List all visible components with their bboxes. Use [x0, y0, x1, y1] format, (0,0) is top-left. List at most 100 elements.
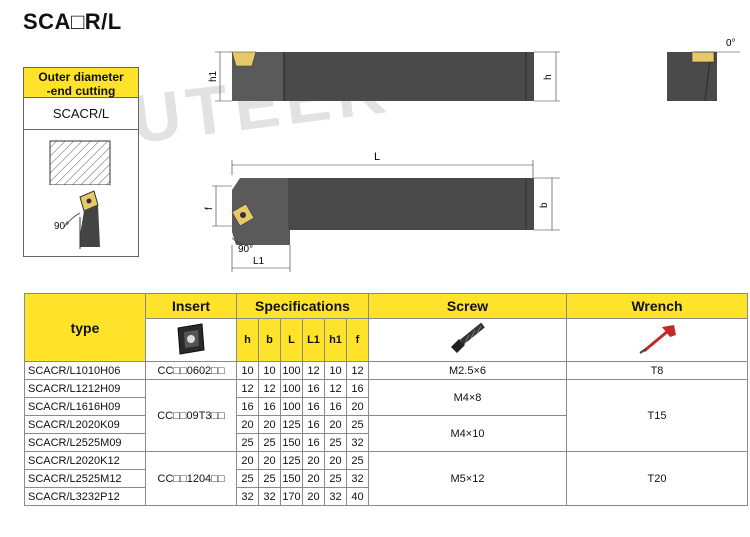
val-L: 100	[280, 397, 303, 416]
val-h: 10	[236, 361, 259, 380]
val-f: 16	[346, 379, 369, 398]
val-b: 32	[258, 487, 281, 506]
val-L1: 20	[302, 451, 325, 470]
header-specifications: Specifications	[236, 293, 369, 319]
wrench-icon	[639, 324, 676, 354]
col-L: L	[280, 318, 303, 362]
insert-code: CC□□1204□□	[145, 451, 237, 506]
val-L1: 16	[302, 397, 325, 416]
row-type: SCACR/L2525M09	[24, 433, 146, 452]
val-h1: 25	[324, 433, 347, 452]
val-L1: 16	[302, 415, 325, 434]
table-row: SCACR/L2525M12 25 25 150 20 25 32	[24, 469, 748, 488]
wrench-spec: T8	[566, 361, 748, 380]
val-L1: 16	[302, 433, 325, 452]
header-wrench: Wrench	[566, 293, 748, 319]
page-title: SCA□R/L	[23, 9, 122, 34]
val-h1: 32	[324, 487, 347, 506]
val-b: 16	[258, 397, 281, 416]
insert-image-cell	[145, 318, 237, 362]
val-L: 150	[280, 469, 303, 488]
tool-shank-small	[80, 205, 100, 247]
col-f: f	[346, 318, 369, 362]
insert-icon	[177, 322, 205, 355]
val-h1: 25	[324, 469, 347, 488]
screw-spec: M4×8	[368, 379, 567, 416]
val-b: 12	[258, 379, 281, 398]
dim-L1: L1	[253, 256, 265, 267]
spec-table: type Insert Specifications Screw Wrench …	[24, 293, 748, 506]
wrench-image-cell	[566, 318, 748, 362]
col-b: b	[258, 318, 281, 362]
header-insert: Insert	[145, 293, 237, 319]
val-f: 32	[346, 469, 369, 488]
table-row: SCACR/L3232P12 32 32 170 20 32 40	[24, 487, 748, 506]
cutting-diagram: 90°	[32, 140, 111, 249]
val-h: 20	[236, 451, 259, 470]
insert-code: CC□□09T3□□	[145, 379, 237, 452]
val-L: 100	[280, 361, 303, 380]
val-b: 25	[258, 433, 281, 452]
val-b: 25	[258, 469, 281, 488]
table-row: SCACR/L2525M09 25 25 150 16 25 32	[24, 433, 748, 452]
val-L: 170	[280, 487, 303, 506]
angle-90-label: 90°	[238, 244, 253, 255]
card-angle-label: 90°	[54, 221, 69, 232]
table-row: SCACR/L1010H06 CC□□0602□□ 10 10 100 12 1…	[24, 361, 748, 380]
header-line-2: -end cutting	[46, 84, 116, 98]
val-b: 10	[258, 361, 281, 380]
side-view-tool: h1 h	[208, 51, 560, 102]
val-h: 25	[236, 469, 259, 488]
val-h: 16	[236, 397, 259, 416]
end-view-tool: 0°	[667, 38, 740, 102]
val-h: 20	[236, 415, 259, 434]
val-h1: 10	[324, 361, 347, 380]
table-row: SCACR/L1212H09 CC□□09T3□□ 12 12 100 16 1…	[24, 379, 748, 452]
dim-f: f	[204, 207, 215, 210]
top-view-tool: L b f 90° L1	[204, 151, 560, 272]
col-h: h	[236, 318, 259, 362]
screw-spec: M2.5×6	[368, 361, 567, 380]
val-f: 32	[346, 433, 369, 452]
val-h: 25	[236, 433, 259, 452]
row-type: SCACR/L3232P12	[24, 487, 146, 506]
operation-card: Outer diameter -end cutting SCACR/L 90°	[23, 67, 139, 257]
val-L: 125	[280, 415, 303, 434]
val-L: 125	[280, 451, 303, 470]
screw-spec: M4×10	[368, 415, 567, 452]
val-L1: 16	[302, 379, 325, 398]
technical-drawing: h1 h 0° L b f 90° L1	[204, 38, 740, 272]
screw-image-cell	[368, 318, 567, 362]
wrench-spec: T15	[566, 379, 748, 452]
dim-h: h	[543, 74, 554, 80]
screw-spec: M5×12	[368, 451, 567, 506]
header-screw: Screw	[368, 293, 567, 319]
val-L1: 12	[302, 361, 325, 380]
val-L: 150	[280, 433, 303, 452]
col-L1: L1	[302, 318, 325, 362]
val-h1: 20	[324, 451, 347, 470]
val-h1: 16	[324, 397, 347, 416]
val-f: 25	[346, 451, 369, 470]
val-f: 40	[346, 487, 369, 506]
table-row: SCACR/L2020K12 CC□□1204□□ 20 20 125 20 2…	[24, 451, 748, 506]
val-f: 20	[346, 397, 369, 416]
operation-card-header: Outer diameter -end cutting	[24, 68, 138, 98]
header-line-1: Outer diameter	[38, 70, 124, 84]
val-L1: 20	[302, 469, 325, 488]
table-row: SCACR/L1616H09 16 16 100 16 16 20	[24, 397, 748, 416]
row-type: SCACR/L2020K09	[24, 415, 146, 434]
val-f: 25	[346, 415, 369, 434]
dim-L: L	[374, 151, 380, 163]
val-b: 20	[258, 415, 281, 434]
angle-0-label: 0°	[726, 38, 736, 49]
dim-h1: h1	[208, 70, 219, 82]
table-row: SCACR/L2020K09 20 20 125 16 20 25 M4×10	[24, 415, 748, 452]
val-b: 20	[258, 451, 281, 470]
screw-icon	[450, 322, 485, 353]
insert-code: CC□□0602□□	[145, 361, 237, 380]
col-h1: h1	[324, 318, 347, 362]
val-h1: 20	[324, 415, 347, 434]
row-type: SCACR/L1616H09	[24, 397, 146, 416]
dim-b: b	[539, 202, 550, 208]
